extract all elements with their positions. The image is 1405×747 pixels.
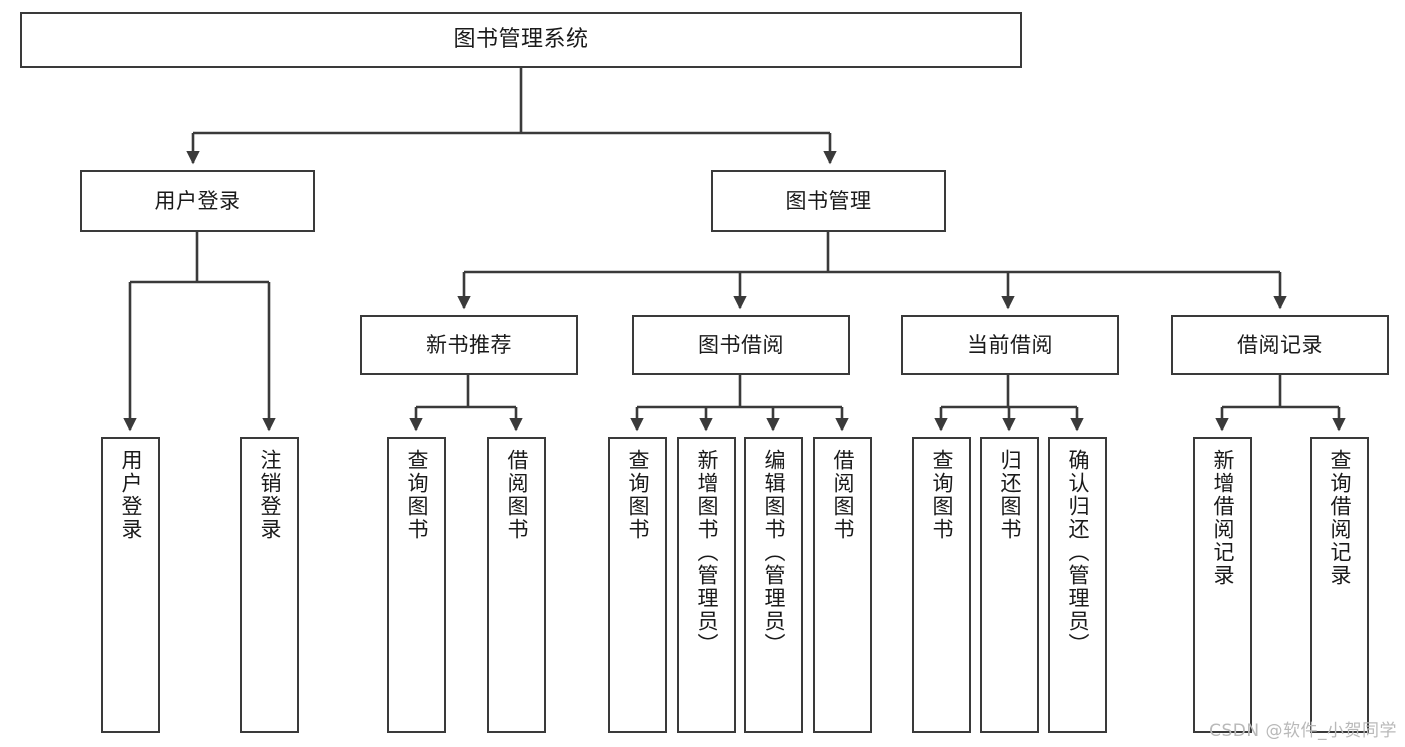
node-label: 借阅记录 <box>1237 332 1323 357</box>
leaf-new-book-borrow[interactable]: 借阅图书 <box>487 437 546 733</box>
node-book-management[interactable]: 图书管理 <box>711 170 946 232</box>
node-label: 图书借阅 <box>698 332 784 357</box>
leaf-borrow-add-book[interactable]: 新增图书（管理员） <box>677 437 736 733</box>
node-label: 用户登录 <box>154 188 241 213</box>
node-user-login[interactable]: 用户登录 <box>80 170 315 232</box>
leaf-records-query-record[interactable]: 查询借阅记录 <box>1310 437 1369 733</box>
leaf-records-add-record[interactable]: 新增借阅记录 <box>1193 437 1252 733</box>
leaf-user-login-signout[interactable]: 注销登录 <box>240 437 299 733</box>
node-label: 确认归还（管理员） <box>1066 449 1091 656</box>
node-label: 新书推荐 <box>426 332 512 357</box>
leaf-current-return-book[interactable]: 归还图书 <box>980 437 1039 733</box>
node-label: 查询图书 <box>405 449 430 541</box>
node-label: 图书管理系统 <box>453 27 589 53</box>
node-label: 编辑图书（管理员） <box>762 449 787 656</box>
csdn-watermark: CSDN @软件_小贺同学 <box>1209 721 1397 741</box>
leaf-borrow-edit-book[interactable]: 编辑图书（管理员） <box>744 437 803 733</box>
node-label: 借阅图书 <box>505 449 530 541</box>
leaf-current-confirm-return[interactable]: 确认归还（管理员） <box>1048 437 1107 733</box>
node-borrow-records[interactable]: 借阅记录 <box>1171 315 1389 375</box>
leaf-borrow-borrow-book[interactable]: 借阅图书 <box>813 437 872 733</box>
node-label: 注销登录 <box>258 449 283 541</box>
node-label: 当前借阅 <box>967 332 1053 357</box>
node-new-book-recommend[interactable]: 新书推荐 <box>360 315 578 375</box>
node-label: 查询图书 <box>930 449 955 541</box>
node-label: 查询图书 <box>626 449 651 541</box>
leaf-user-login-signin[interactable]: 用户登录 <box>101 437 160 733</box>
node-root-system[interactable]: 图书管理系统 <box>20 12 1022 68</box>
leaf-current-query-book[interactable]: 查询图书 <box>912 437 971 733</box>
node-label: 归还图书 <box>998 449 1023 541</box>
node-label: 图书管理 <box>785 188 872 213</box>
node-label: 用户登录 <box>119 449 144 541</box>
node-label: 查询借阅记录 <box>1328 449 1353 587</box>
leaf-new-book-query[interactable]: 查询图书 <box>387 437 446 733</box>
node-book-borrow[interactable]: 图书借阅 <box>632 315 850 375</box>
node-label: 借阅图书 <box>831 449 856 541</box>
node-current-borrow[interactable]: 当前借阅 <box>901 315 1119 375</box>
leaf-borrow-query-book[interactable]: 查询图书 <box>608 437 667 733</box>
node-label: 新增图书（管理员） <box>695 449 720 656</box>
node-label: 新增借阅记录 <box>1211 449 1236 587</box>
